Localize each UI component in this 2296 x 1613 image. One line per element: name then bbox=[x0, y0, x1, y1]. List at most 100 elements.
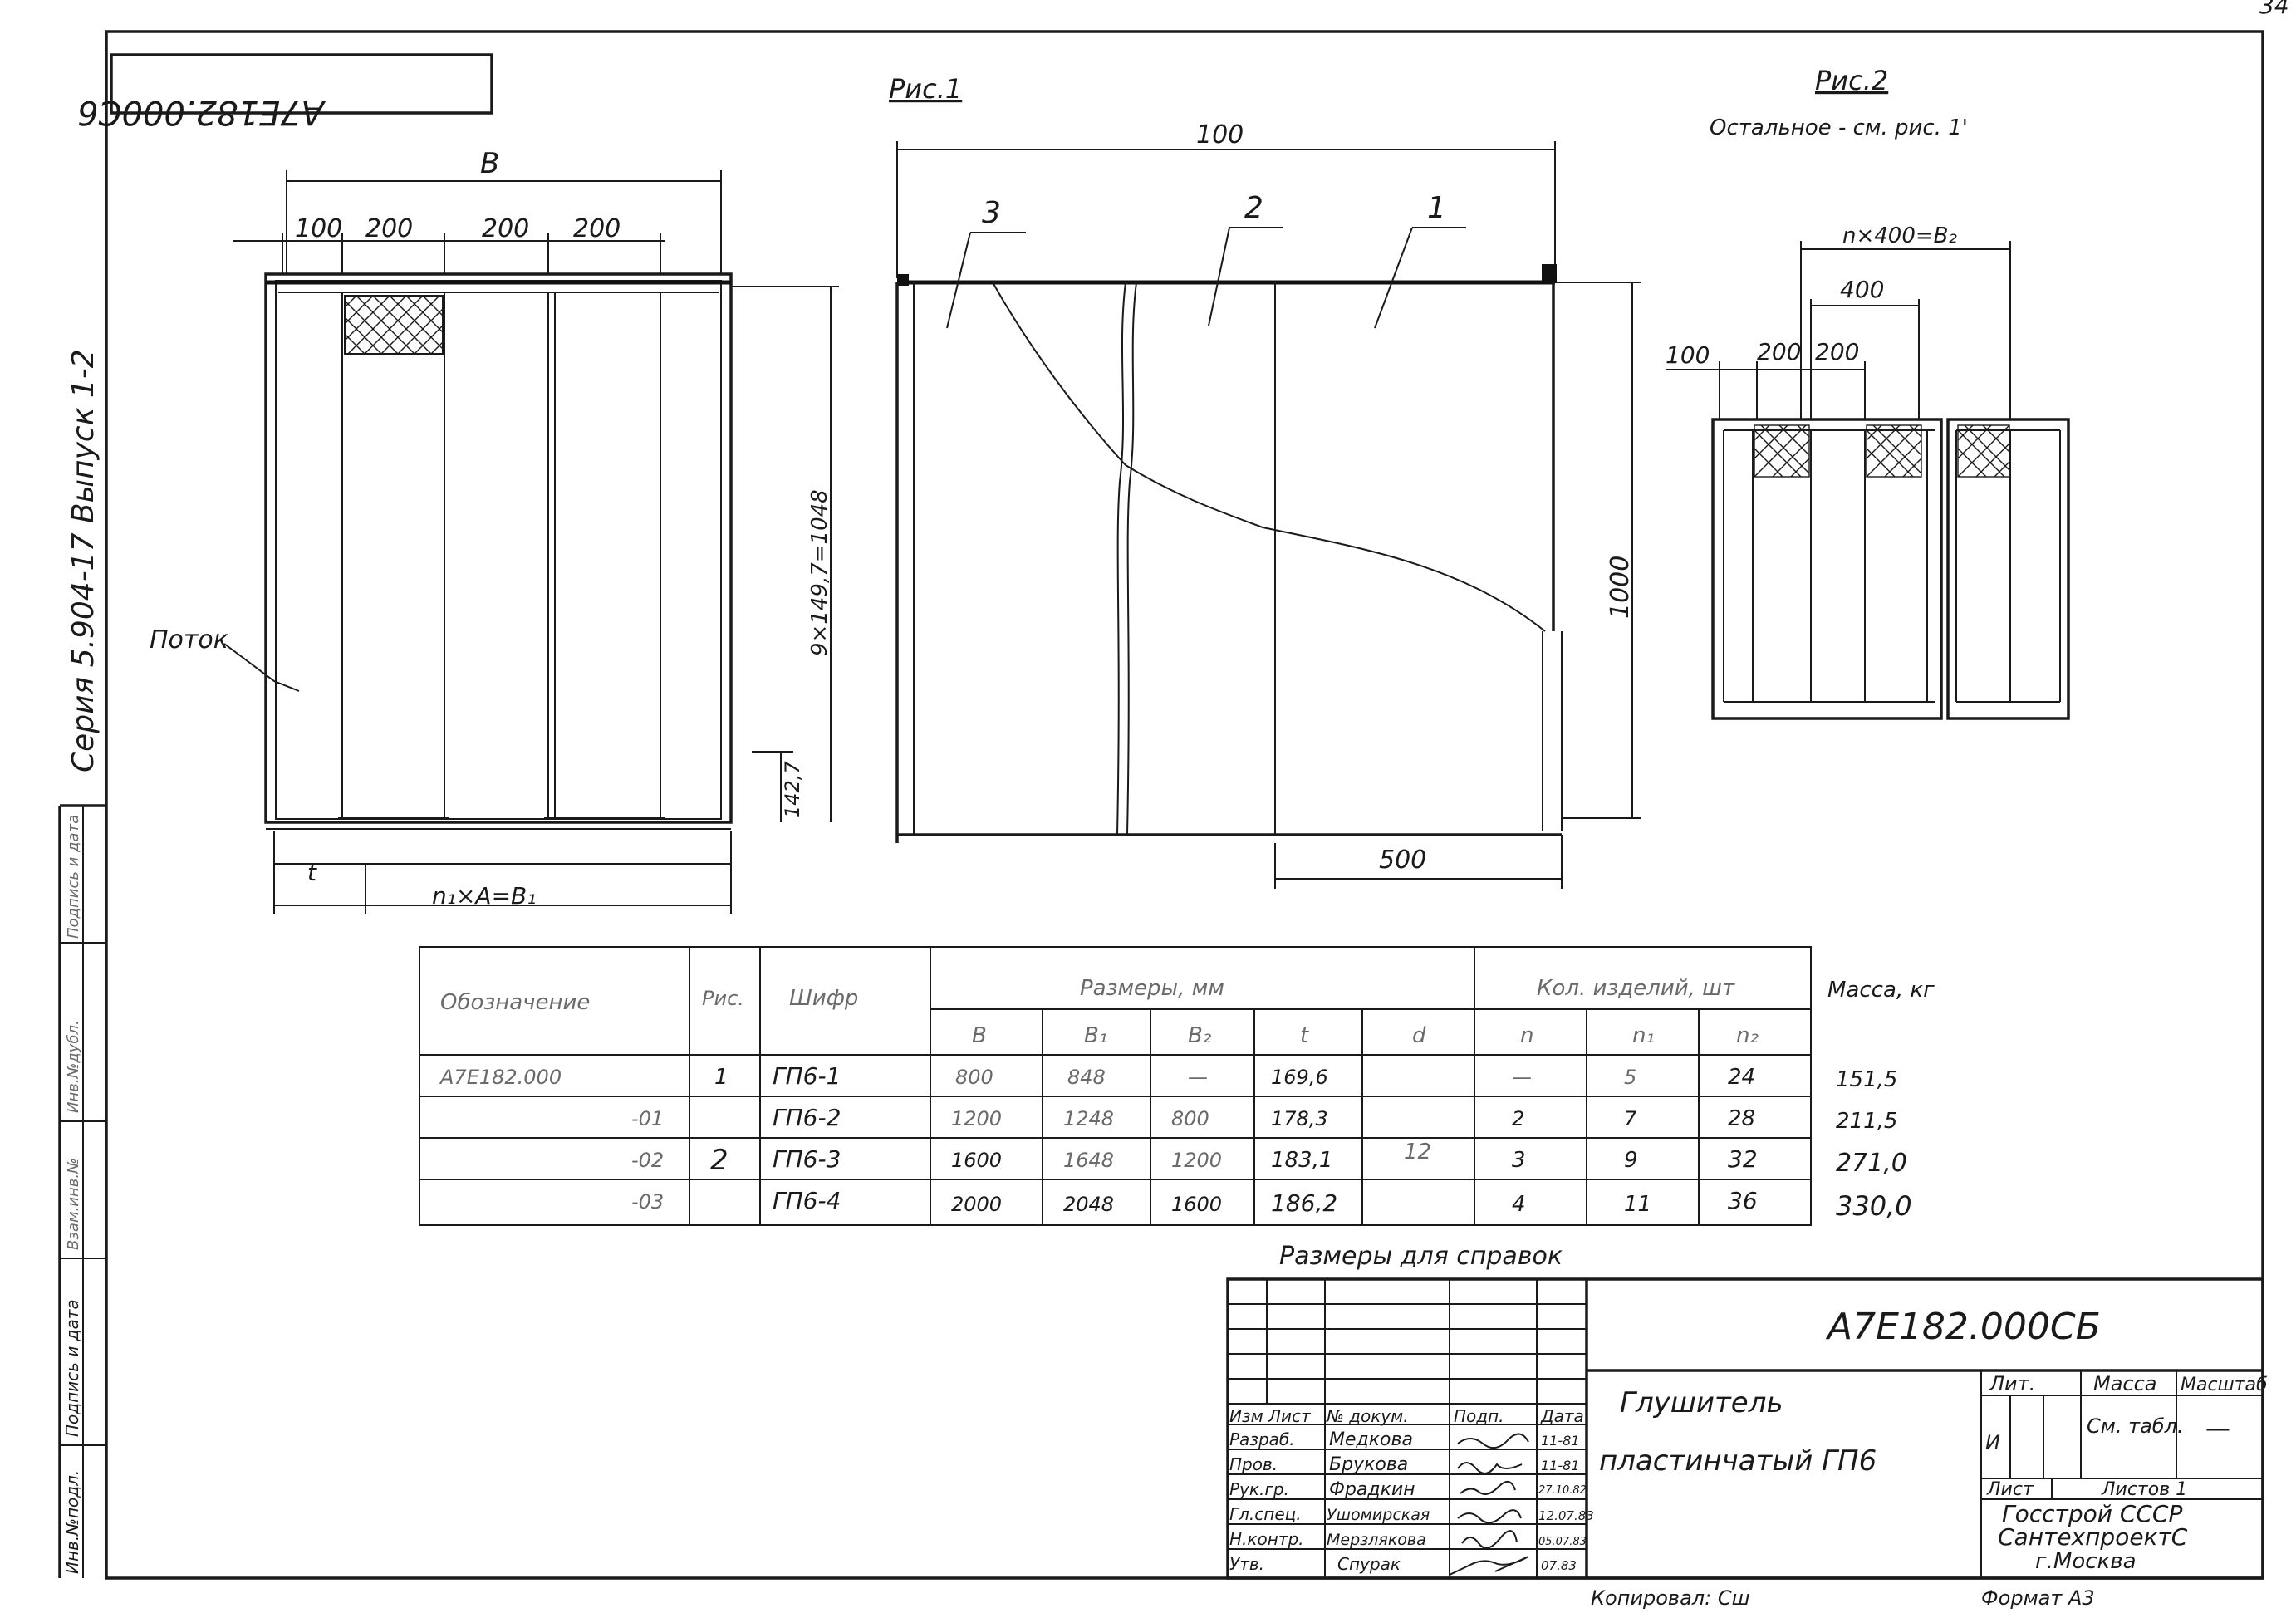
cell-n2: 28 bbox=[1728, 1106, 1755, 1131]
fig1-callout-1: 1 bbox=[1427, 191, 1446, 225]
th-n1: n₁ bbox=[1632, 1023, 1655, 1048]
cell-designation: -03 bbox=[631, 1190, 664, 1213]
tb-name-1: Глушитель bbox=[1620, 1386, 1783, 1419]
stamp-code-mirrored: A7E182.000C6 bbox=[77, 93, 326, 131]
tb-org-1: Госстрой СССР bbox=[2002, 1500, 2182, 1527]
fig2-title: Рис.2 bbox=[1815, 65, 1888, 96]
cell-B1: 1248 bbox=[1063, 1107, 1114, 1130]
cell-n2: 36 bbox=[1728, 1187, 1758, 1214]
tb-role: Рук.гр. bbox=[1229, 1479, 1289, 1499]
fig1-dim-bottom: 500 bbox=[1379, 846, 1426, 875]
cell-mass: 330,0 bbox=[1836, 1190, 1912, 1222]
signature-mark bbox=[1457, 1509, 1522, 1524]
tb-mass: Масса bbox=[2093, 1372, 2157, 1395]
tb-name: Фрадкин bbox=[1329, 1479, 1415, 1500]
tb-sheet: Лист bbox=[1986, 1479, 2034, 1500]
tb-role: Утв. bbox=[1229, 1554, 1264, 1574]
cell-B: 800 bbox=[955, 1066, 993, 1089]
tb-date: 07.83 bbox=[1541, 1558, 1577, 1573]
tb-name: Спурак bbox=[1337, 1554, 1401, 1574]
cell-code: ГП6-4 bbox=[773, 1187, 841, 1214]
table-d-value: 12 bbox=[1404, 1140, 1431, 1164]
strip-label-5: Инв.№подл. bbox=[62, 1470, 82, 1574]
cell-n2: 32 bbox=[1728, 1145, 1758, 1173]
strip-label-4: Подпись и дата bbox=[62, 1299, 82, 1437]
tb-scale-value: — bbox=[2205, 1414, 2230, 1444]
th-d: d bbox=[1412, 1023, 1426, 1048]
th-t: t bbox=[1300, 1023, 1309, 1048]
strip-label-2: Инв.№дубл. bbox=[65, 1020, 82, 1113]
dim-t-bottom: t bbox=[307, 859, 317, 886]
tb-col-izm: Изм bbox=[1229, 1406, 1263, 1426]
th-sizes: Размеры, мм bbox=[1080, 976, 1224, 1001]
tb-name-2: пластинчатый ГП6 bbox=[1599, 1444, 1877, 1478]
cell-n1: 7 bbox=[1624, 1107, 1637, 1130]
cell-t: 186,2 bbox=[1271, 1189, 1337, 1217]
spec-table: Обозначение Рис. Шифр Размеры, мм Кол. и… bbox=[419, 946, 1935, 1271]
fig2-note: Остальное - см. рис. 1' bbox=[1710, 115, 1968, 140]
tb-org-3: г.Москва bbox=[2035, 1549, 2137, 1574]
tb-person-row: Утв. Спурак 07.83 bbox=[1229, 1554, 1577, 1576]
tb-date: 05.07.83 bbox=[1538, 1536, 1587, 1548]
table-footnote: Размеры для справок bbox=[1279, 1242, 1563, 1271]
tb-person-row: Пров. Брукова 11-81 bbox=[1229, 1454, 1580, 1475]
tb-scale: Масштаб bbox=[2181, 1375, 2268, 1395]
fig2-view: Рис.2 Остальное - см. рис. 1' n×400=В₂ 4… bbox=[1666, 65, 2070, 720]
fig2-hatch-blocks bbox=[1754, 424, 2010, 478]
cell-B1: 2048 bbox=[1063, 1193, 1114, 1216]
strip-label-1: Подпись и дата bbox=[65, 815, 82, 939]
cell-designation: -02 bbox=[631, 1149, 664, 1172]
table-row: -03 ГП6-4 2000 2048 1600 186,2 4 11 36 3… bbox=[631, 1187, 1912, 1222]
dim-vertical-1048: 9×149,7=1048 bbox=[807, 489, 832, 656]
flow-label: Поток bbox=[150, 625, 228, 655]
fig1-view: Рис.1 100 3 2 1 1000 500 bbox=[889, 73, 1641, 889]
fig1-dim-top: 100 bbox=[1196, 120, 1244, 150]
th-n2: n₂ bbox=[1736, 1023, 1759, 1048]
dim-200-c: 200 bbox=[573, 214, 621, 243]
tb-col-sign: Подп. bbox=[1454, 1406, 1504, 1426]
signature-mark bbox=[1457, 1433, 1529, 1449]
left-view: В 100 200 200 200 9×149,7=1048 142,7 Пот… bbox=[150, 147, 839, 914]
dim-100-left: 100 bbox=[295, 214, 342, 243]
tb-date: 12.07.83 bbox=[1538, 1508, 1594, 1523]
tb-name: Медкова bbox=[1329, 1429, 1413, 1450]
cell-n1: 9 bbox=[1624, 1148, 1638, 1173]
cell-t: 183,1 bbox=[1271, 1148, 1332, 1173]
stamp-box bbox=[110, 53, 493, 115]
th-fig: Рис. bbox=[702, 987, 744, 1010]
fig1-title: Рис.1 bbox=[889, 73, 962, 105]
copied-by: Копировал: Сш bbox=[1591, 1586, 1750, 1610]
cell-n: 4 bbox=[1512, 1192, 1526, 1217]
series-text: Серия 5.904-17 Выпуск 1-2 bbox=[66, 349, 101, 772]
signature-mark bbox=[1457, 1462, 1523, 1474]
cell-code: ГП6-1 bbox=[773, 1062, 841, 1090]
strip-label-3: Взам.инв.№ bbox=[65, 1158, 82, 1250]
tb-name: Мерзлякова bbox=[1327, 1531, 1426, 1549]
th-B1: В₁ bbox=[1084, 1023, 1107, 1048]
tb-lit-value: И bbox=[1985, 1431, 2000, 1454]
tb-person-row: Рук.гр. Фрадкин 27.10.82 bbox=[1229, 1479, 1587, 1500]
tb-person-row: Н.контр. Мерзлякова 05.07.83 bbox=[1229, 1529, 1587, 1549]
tb-col-doc: № докум. bbox=[1326, 1406, 1409, 1426]
fig2-dim-100: 100 bbox=[1666, 341, 1710, 369]
table-row: -02 2 ГП6-3 1600 1648 1200 183,1 3 9 32 … bbox=[631, 1144, 1907, 1178]
tb-date: 11-81 bbox=[1541, 1433, 1580, 1449]
table-row: A7E182.000 1 ГП6-1 800 848 — 169,6 — 5 2… bbox=[439, 1062, 1897, 1092]
fig1-callout-3: 3 bbox=[982, 196, 1001, 230]
hatch-block-left bbox=[344, 295, 444, 355]
th-code: Шифр bbox=[789, 986, 858, 1011]
cell-B2: — bbox=[1188, 1066, 1208, 1089]
tb-col-date: Дата bbox=[1540, 1406, 1584, 1426]
tb-col-list: Лист bbox=[1268, 1406, 1312, 1426]
cell-mass: 211,5 bbox=[1836, 1109, 1897, 1134]
fig2-dim-nx400: n×400=В₂ bbox=[1842, 223, 1957, 248]
dim-B: В bbox=[480, 147, 499, 180]
tb-role: Пров. bbox=[1229, 1454, 1278, 1474]
cell-n1: 11 bbox=[1624, 1192, 1651, 1217]
fig1-callout-2: 2 bbox=[1244, 191, 1263, 225]
signature-mark bbox=[1460, 1481, 1516, 1495]
tb-lit: Лит. bbox=[1989, 1372, 2035, 1395]
cell-B1: 848 bbox=[1067, 1066, 1106, 1089]
tb-name: Брукова bbox=[1329, 1454, 1408, 1475]
